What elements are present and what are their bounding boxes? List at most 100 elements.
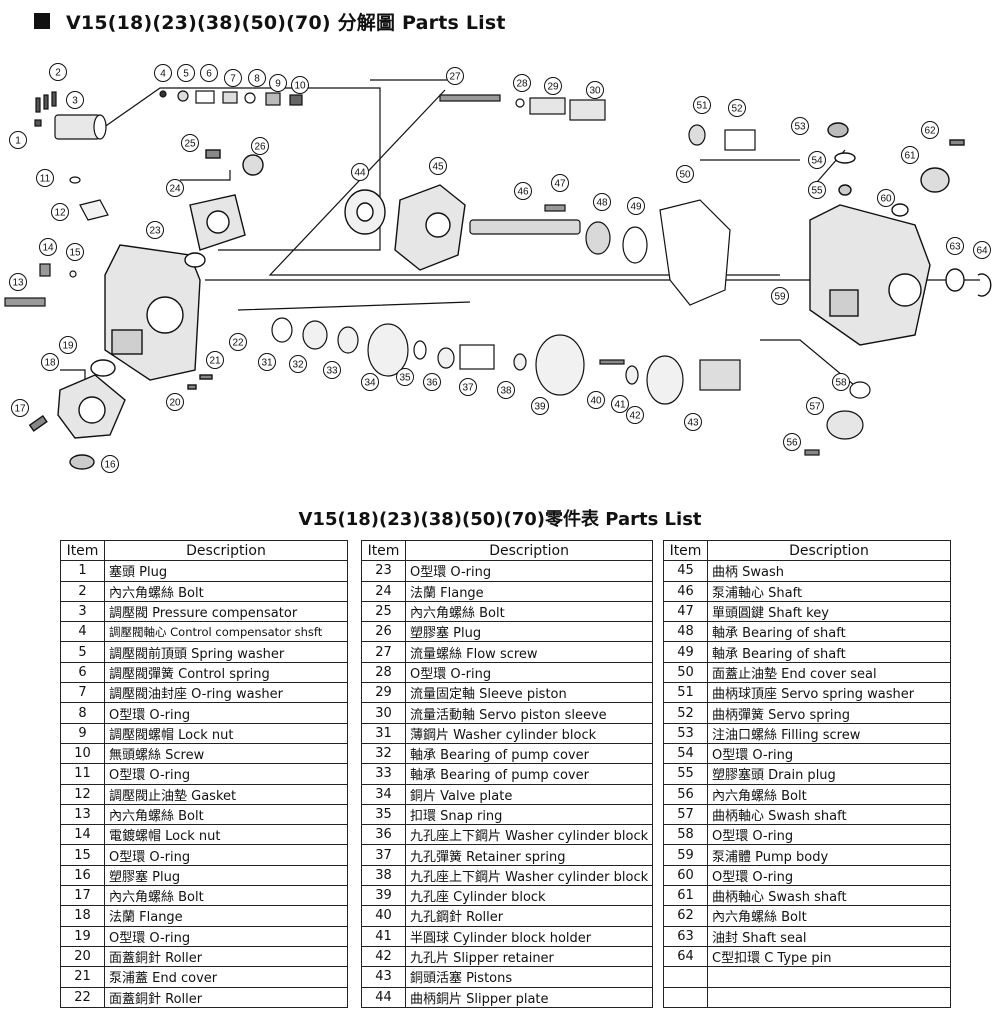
table-header-row: Item Description <box>361 539 654 562</box>
item-number-cell: 10 <box>60 742 105 765</box>
callout-59: 59 <box>771 287 789 305</box>
item-number-cell: 60 <box>663 864 708 887</box>
callout-circle <box>59 336 77 354</box>
item-number-cell: 11 <box>60 763 105 785</box>
callout-label: 35 <box>399 373 411 384</box>
callout-64: 64 <box>973 241 991 259</box>
callout-42: 42 <box>626 406 644 424</box>
callout-circle <box>544 77 562 95</box>
callout-5: 5 <box>177 64 195 82</box>
shaft-46 <box>469 219 581 235</box>
callout-label: 52 <box>731 104 743 115</box>
lock-nut-9 <box>265 92 281 106</box>
cylinder-block-holder-41 <box>625 365 639 385</box>
callout-circle <box>154 64 172 82</box>
description-cell: 流量活動軸 Servo piston sleeve <box>404 702 654 724</box>
callout-25: 25 <box>181 134 199 152</box>
callout-44: 44 <box>351 163 369 181</box>
callout-circle <box>587 391 605 409</box>
description-cell: 內六角螺絲 Bolt <box>104 580 348 602</box>
screw-10 <box>289 94 303 106</box>
callout-label: 54 <box>811 156 823 167</box>
pressure-compensator-end <box>93 114 107 140</box>
item-number-cell: 47 <box>663 600 708 623</box>
callout-43: 43 <box>684 413 702 431</box>
callout-29: 29 <box>544 77 562 95</box>
callout-label: 60 <box>880 194 892 205</box>
item-number-cell: 41 <box>361 925 406 947</box>
description-cell: 塑膠塞 Plug <box>404 621 654 643</box>
description-cell: 九孔片 Slipper retainer <box>404 945 654 968</box>
description-cell: 曲柄球頂座 Servo spring washer <box>707 682 951 704</box>
callout-circle <box>921 121 939 139</box>
callout-circle <box>684 413 702 431</box>
callout-label: 5 <box>183 69 189 80</box>
callout-55: 55 <box>808 181 826 199</box>
oring-19 <box>90 359 116 377</box>
bolt-2-a <box>35 97 41 113</box>
description-cell: 內六角螺絲 Bolt <box>707 905 951 927</box>
item-number-cell: 44 <box>361 986 406 1008</box>
pump-body-port <box>829 289 859 317</box>
callout-53: 53 <box>791 117 809 135</box>
description-cell: 面蓋止油墊 End cover seal <box>707 661 951 684</box>
callout-label: 51 <box>696 101 708 112</box>
callout-circle <box>41 353 59 371</box>
callout-label: 61 <box>904 151 916 162</box>
description-cell: 內六角螺絲 Bolt <box>104 803 348 826</box>
callout-63: 63 <box>946 237 964 255</box>
description-cell: 泵浦體 Pump body <box>707 844 951 866</box>
callout-label: 45 <box>432 162 444 173</box>
callout-label: 39 <box>534 402 546 413</box>
callout-48: 48 <box>593 193 611 211</box>
callout-circle <box>808 181 826 199</box>
description-cell: 軸承 Bearing of shaft <box>707 641 951 663</box>
description-cell: 九孔座 Cylinder block <box>404 885 654 907</box>
description-cell: 流量固定軸 Sleeve piston <box>404 682 654 704</box>
callout-circle <box>877 189 895 207</box>
callout-31: 31 <box>258 353 276 371</box>
callout-circle <box>771 287 789 305</box>
callout-label: 36 <box>426 378 438 389</box>
callout-1: 1 <box>9 131 27 149</box>
item-number-cell: 46 <box>663 580 708 602</box>
description-cell: 九孔彈簧 Retainer spring <box>404 844 654 866</box>
item-number-cell: 33 <box>361 763 406 785</box>
table-header-row: Item Description <box>663 539 951 562</box>
snap-ring-35 <box>413 340 427 360</box>
callout-label: 53 <box>794 122 806 133</box>
callout-label: 50 <box>679 170 691 181</box>
callout-label: 43 <box>687 418 699 429</box>
callout-circle <box>808 151 826 169</box>
description-cell: 調壓閥止油墊 Gasket <box>104 783 348 805</box>
callout-label: 40 <box>590 396 602 407</box>
callout-label: 37 <box>462 383 474 394</box>
callout-label: 8 <box>254 74 260 85</box>
item-number-cell: 31 <box>361 722 406 744</box>
item-number-cell: 42 <box>361 945 406 968</box>
slipper-plate-44-hole <box>356 202 374 222</box>
callout-label: 13 <box>12 278 24 289</box>
shaft-key-47 <box>544 204 566 212</box>
description-cell: 調壓閥前頂頭 Spring washer <box>104 641 348 663</box>
callout-47: 47 <box>551 174 569 192</box>
header-square-icon <box>34 13 50 29</box>
cylinder-block-39 <box>535 334 585 396</box>
description-cell: 曲柄軸心 Swash shaft <box>707 885 951 907</box>
callout-label: 34 <box>364 378 376 389</box>
item-number-cell: 16 <box>60 864 105 887</box>
description-cell: 油封 Shaft seal <box>707 925 951 947</box>
